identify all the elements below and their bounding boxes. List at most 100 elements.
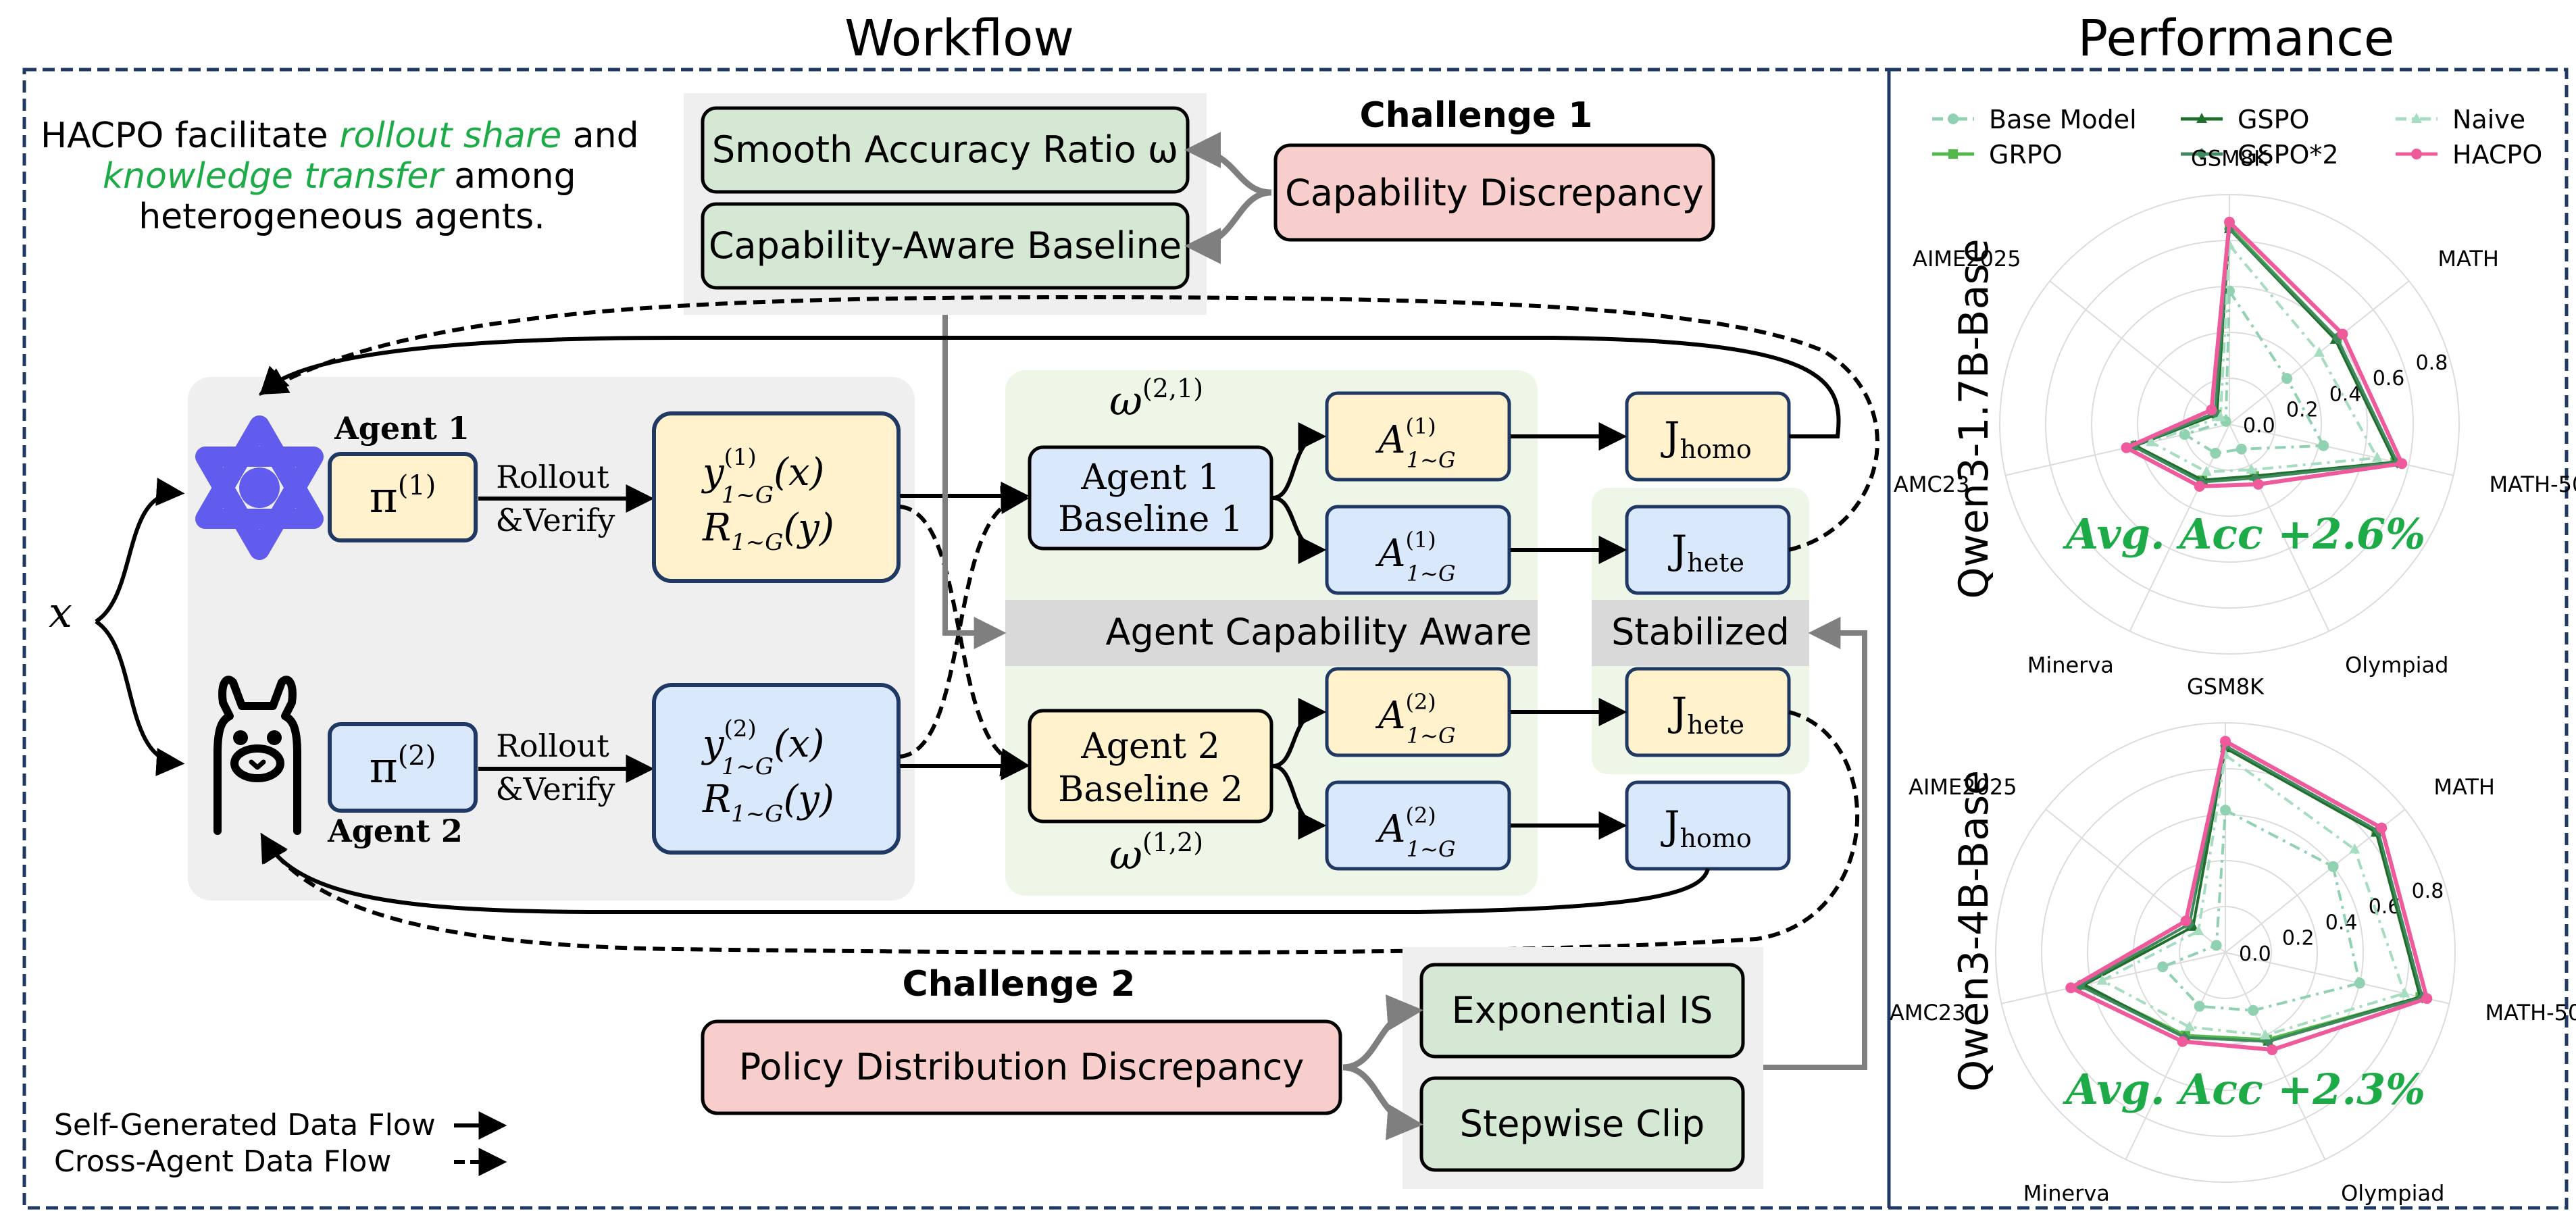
performance-title: Performance: [2078, 9, 2395, 68]
row1-avg-acc: Avg. Acc +2.6%: [2063, 509, 2425, 559]
radar-axis-label-math: MATH: [2438, 246, 2499, 272]
cap-discrepancy-box: [1273, 143, 1715, 242]
adv2-homo-box: [1325, 780, 1511, 871]
j1-homo-label: Jhomo: [1661, 413, 1752, 464]
adv1-homo-label: A(1)1~G: [1375, 413, 1456, 473]
radar-spoke: [2225, 952, 2326, 1160]
radar-tick-label: 0.6: [2373, 367, 2405, 390]
legend-marker-grpo: [1948, 149, 1958, 159]
radar-point-hacpo: [2337, 328, 2348, 340]
x-arrow-agent2: [95, 619, 185, 776]
radar-point-hacpo: [2224, 216, 2235, 228]
adv1-hete-label: A(1)1~G: [1375, 527, 1456, 586]
radar-point-base-model: [2248, 1005, 2259, 1016]
radar-point-base-model: [2281, 373, 2293, 384]
radar-point-base-model: [2194, 1000, 2205, 1012]
qwen-logo-icon: [195, 415, 324, 560]
row1-label: Qwen3-1.7B-Base: [1950, 238, 1998, 599]
performance-frame: [1887, 68, 2569, 1210]
legend-item-grpo: GRPO: [1932, 140, 2063, 170]
agent1-label: Agent 1: [334, 410, 470, 447]
policy1-box: [328, 452, 478, 542]
legend-item-naive: Naive: [2396, 105, 2525, 134]
j1-hete-label: Jhete: [1668, 527, 1744, 578]
radar-series-naive: [2099, 753, 2406, 1037]
radar-series-gspo-2: [2077, 743, 2425, 1043]
challenge2-title: Challenge 2: [903, 964, 1136, 1005]
radar-point-hacpo: [2220, 736, 2231, 747]
x-arrow-agent1: [95, 478, 185, 624]
policy-discrepancy-label: Policy Distribution Discrepancy: [739, 1046, 1305, 1088]
radar-tick-label: 0.0: [2239, 942, 2271, 966]
policy-discrepancy-box: [701, 1019, 1342, 1115]
policy1-label: π(1): [370, 470, 436, 523]
baseline2-to-adv2-homo: [1272, 764, 1327, 840]
radar-spoke: [2005, 424, 2230, 476]
workflow-title: Workflow: [844, 9, 1074, 68]
radar-tick-label: 0.2: [2286, 399, 2319, 422]
radar-point-naive: [2313, 347, 2325, 357]
legend-item-base-model: Base Model: [1932, 105, 2137, 134]
radar-point-naive: [2260, 1029, 2271, 1040]
feedback-loop-top-solid: [259, 336, 1841, 438]
stabilized-label: Stabilized: [1611, 611, 1790, 653]
legend-item-gspo-2: GSPO*2: [2181, 140, 2339, 170]
baseline2-box: [1028, 709, 1273, 823]
radar-axis-label-olympiad: Olympiad: [2345, 652, 2448, 678]
radar-axis-label-olympiad: Olympiad: [2341, 1180, 2444, 1206]
llama-logo-icon: [213, 676, 301, 835]
stepwise-clip-label: Stepwise Clip: [1460, 1102, 1705, 1145]
radar-axis-label-gsm8k: GSM8K: [2187, 674, 2265, 700]
legend-cross-label: Cross-Agent Data Flow: [54, 1144, 391, 1179]
response2-y: y(2)1~G(x): [701, 715, 824, 780]
radar-series-hacpo: [2066, 738, 2429, 1052]
radar-point-naive: [2201, 465, 2213, 476]
radar-series-hacpo: [2121, 218, 2405, 488]
radar-point-hacpo: [2180, 915, 2192, 927]
radar-point-hacpo: [2206, 404, 2217, 415]
challenge1-title: Challenge 1: [1360, 95, 1593, 136]
radar-chart-qwen3-1-7b: GSM8KMATHMATH-500OlympiadMinervaAMC23AIM…: [1894, 146, 2576, 678]
baseline1-to-adv1-hete: [1272, 496, 1327, 564]
adv2-homo-label: A(2)1~G: [1375, 803, 1456, 862]
policy2-box: [328, 722, 478, 813]
response1-r: R1~G(y): [702, 506, 834, 556]
intro-line-3: heterogeneous agents.: [138, 197, 545, 237]
legend-self-label: Self-Generated Data Flow: [54, 1108, 436, 1142]
response1-box: [652, 411, 901, 583]
legend-item-gspo: GSPO: [2181, 105, 2309, 134]
radar-point-naive: [2371, 451, 2383, 462]
legend-label-grpo: GRPO: [1989, 140, 2063, 170]
radar-tick-label: 0.4: [2325, 911, 2358, 934]
legend-marker-hacpo: [2411, 149, 2422, 159]
legend-marker-gspo: [2196, 113, 2207, 123]
feedback-loop-bottom-dashed: [260, 710, 1860, 955]
radar-spoke: [2125, 952, 2226, 1160]
legend-label-hacpo: HACPO: [2452, 140, 2542, 170]
radar-axis-label-math-500: MATH-500: [2490, 472, 2576, 497]
radar-axis-label-minerva: Minerva: [2023, 1180, 2110, 1206]
feedback-loop-top-dashed: [258, 295, 1879, 552]
radar-point-hacpo: [2421, 993, 2433, 1005]
baseline2-label-a: Agent 2: [1080, 726, 1220, 767]
challenge1-arrow-top: [1184, 132, 1272, 196]
capability-aware-label: Agent Capability Aware: [1106, 611, 1532, 653]
rollout1-label-a: Rollout: [496, 459, 609, 495]
radar-axis-label-math-500: MATH-500: [2485, 1000, 2576, 1025]
intro-line-1: HACPO facilitate rollout share and: [41, 116, 639, 156]
radar-spoke: [2225, 952, 2450, 1005]
radar-point-hacpo: [2267, 1044, 2278, 1055]
rollout2-label-b: &Verify: [496, 771, 615, 807]
legend-marker-base-model: [1948, 113, 1959, 124]
workflow-frame: [22, 68, 1891, 1210]
radar-axis-label-math: MATH: [2433, 774, 2495, 800]
response2-r: R1~G(y): [702, 778, 834, 828]
challenge2-arrow-bottom: [1342, 1064, 1423, 1140]
feedback-loop-bottom-solid: [260, 832, 1710, 914]
radar-point-base-model: [2354, 978, 2365, 989]
radar-axis-label-amc23: AMC23: [1890, 1000, 1966, 1025]
rollout2-label-a: Rollout: [496, 728, 609, 764]
response2-cross-baseline1: [899, 486, 1030, 759]
radar-point-base-model: [2210, 447, 2221, 459]
row2-label: Qwen3-4B-Base: [1950, 770, 1998, 1092]
